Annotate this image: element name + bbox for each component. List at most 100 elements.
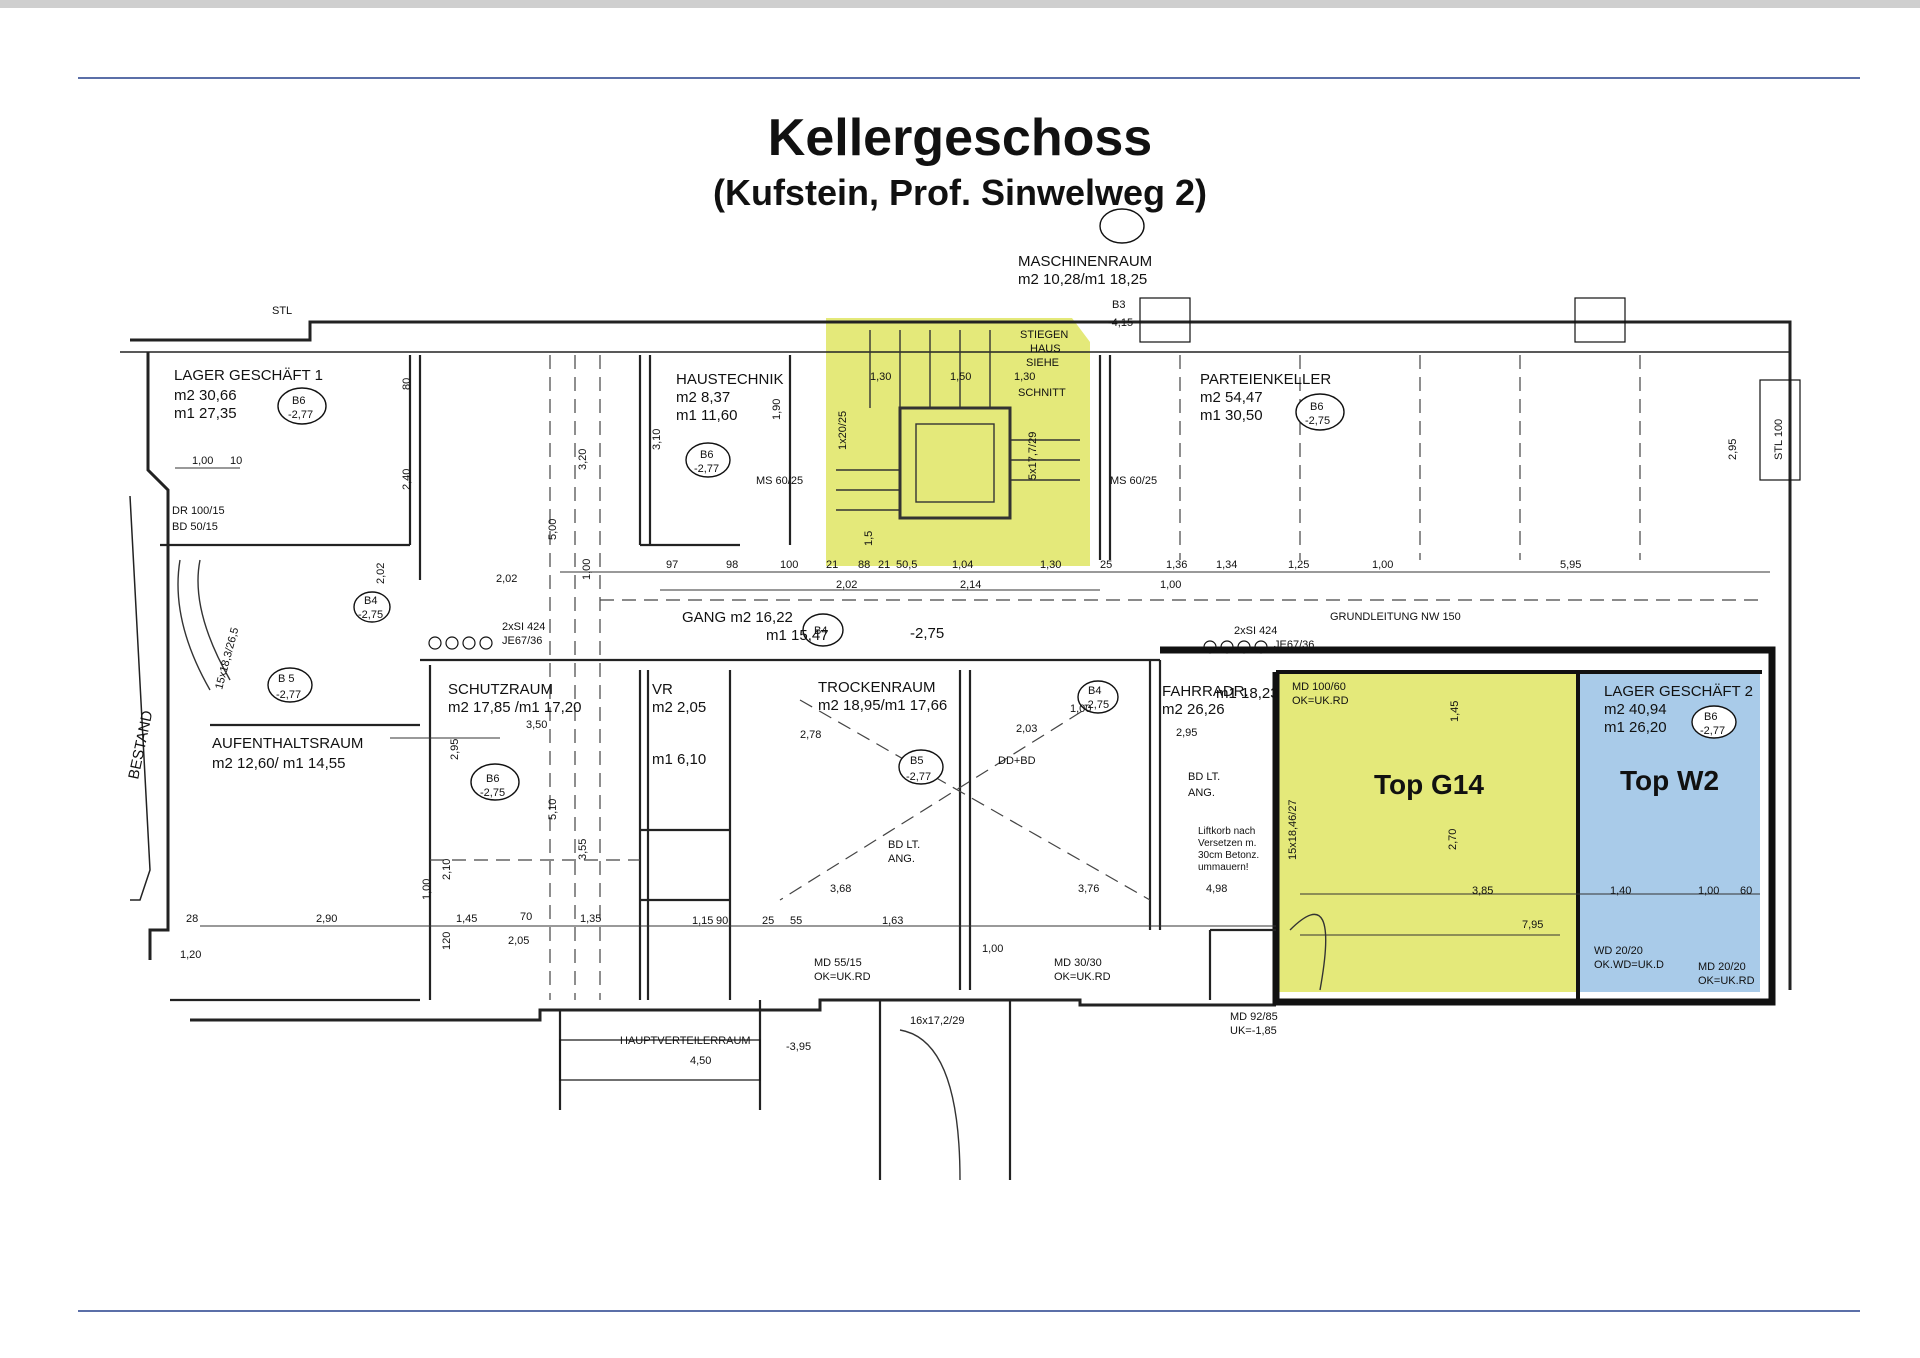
outlet-6 (1220, 640, 1234, 654)
dimension-label: 1,45 (1449, 701, 1461, 722)
svg-text:OK=UK.RD: OK=UK.RD (1054, 971, 1111, 983)
svg-text:OK=UK.RD: OK=UK.RD (814, 971, 871, 983)
svg-text:5x17,7/29: 5x17,7/29 (1027, 432, 1039, 480)
dimension-label: 3,10 (651, 429, 663, 450)
svg-text:BESTAND: BESTAND (125, 709, 156, 781)
dimension-label: 2,70 (1447, 829, 1459, 850)
svg-text:m2 10,28/m1 18,25: m2 10,28/m1 18,25 (1018, 271, 1147, 288)
dimension-label: 25 (762, 915, 774, 927)
dimension-label: 90 (716, 915, 728, 927)
svg-text:HAUPTVERTEILERRAUM: HAUPTVERTEILERRAUM (620, 1035, 751, 1047)
svg-text:-2,77: -2,77 (1700, 725, 1725, 737)
dimension-label: 1,00 (1372, 559, 1393, 571)
dimension-label: 1,00 (1698, 885, 1719, 897)
svg-text:JE67/36: JE67/36 (1274, 639, 1314, 651)
outlet-8 (1254, 640, 1268, 654)
svg-text:15x18,3/26,5: 15x18,3/26,5 (213, 626, 241, 691)
svg-text:STL: STL (272, 305, 292, 317)
svg-text:B4: B4 (364, 595, 377, 607)
dimension-label: 1,36 (1166, 559, 1187, 571)
dimension-label: 5,00 (547, 519, 559, 540)
dimension-label: 1,40 (1610, 885, 1631, 897)
svg-text:SCHNITT: SCHNITT (1018, 387, 1066, 399)
svg-text:m2 54,47: m2 54,47 (1200, 389, 1263, 406)
svg-text:-4,15: -4,15 (1108, 317, 1133, 329)
svg-text:BD 50/15: BD 50/15 (172, 521, 218, 533)
svg-text:STL 100: STL 100 (1773, 419, 1785, 460)
room-trockenraum: TROCKENRAUM m2 18,95/m1 17,66 B5 -2,77 (818, 679, 947, 783)
dimension-label: 1,63 (882, 915, 903, 927)
svg-text:SCHUTZRAUM: SCHUTZRAUM (448, 681, 553, 698)
shaft-right (1574, 297, 1626, 343)
level-tags (267, 208, 1737, 801)
shaft-maschinen (1139, 297, 1191, 343)
dimension-label: 4,98 (1206, 883, 1227, 895)
dimension-label: 21 (826, 559, 838, 571)
interior-walls (160, 355, 1276, 1180)
dimension-label: 25 (1100, 559, 1112, 571)
svg-text:B 5: B 5 (278, 673, 295, 685)
svg-text:m1 15,47: m1 15,47 (766, 627, 829, 644)
plan-title: Kellergeschoss (767, 109, 1153, 167)
unit-w2-label: Top W2 (1620, 765, 1719, 796)
dimension-label: 1,5 (863, 531, 875, 546)
svg-text:m2 30,66: m2 30,66 (174, 387, 237, 404)
outlet-1 (428, 636, 442, 650)
room-hauptverteilerraum: HAUPTVERTEILERRAUM -3,95 4,50 (620, 1035, 811, 1067)
sheet-frame (78, 77, 1860, 1312)
dimension-label: 28 (186, 913, 198, 925)
dimension-label: 55 (790, 915, 802, 927)
dimension-label: 2,40 (401, 469, 413, 490)
unit-borders (1160, 646, 1776, 1006)
room-lager2: LAGER GESCHÄFT 2 m2 40,94 m1 26,20 B6 -2… (1604, 683, 1753, 737)
dimension-label: 1,00 (421, 879, 433, 900)
svg-text:HAUS: HAUS (1030, 343, 1061, 355)
svg-text:1x20/25: 1x20/25 (837, 411, 849, 450)
dimension-lines (175, 467, 1770, 936)
dimension-label: 1,34 (1216, 559, 1237, 571)
shaft-east (1759, 379, 1801, 481)
unit-g14-label: Top G14 (1374, 769, 1484, 800)
svg-text:DD+BD: DD+BD (998, 755, 1036, 767)
svg-text:MD 55/15: MD 55/15 (814, 957, 862, 969)
svg-text:m2 17,85 /m1 17,20: m2 17,85 /m1 17,20 (448, 699, 581, 716)
svg-text:m2 12,60/ m1 14,55: m2 12,60/ m1 14,55 (212, 755, 345, 772)
svg-text:MS 60/25: MS 60/25 (1110, 475, 1157, 487)
dimension-label: 3,50 (526, 719, 547, 731)
svg-text:B6: B6 (292, 395, 305, 407)
dimension-label: 2,03 (1016, 723, 1037, 735)
svg-text:4,50: 4,50 (690, 1055, 711, 1067)
duct-hauptverteiler (559, 1039, 761, 1081)
dimension-label: 2,02 (836, 579, 857, 591)
svg-text:-2,75: -2,75 (358, 609, 383, 621)
svg-text:WD 20/20: WD 20/20 (1594, 945, 1643, 957)
svg-text:BD LT.: BD LT. (1188, 771, 1220, 783)
svg-text:16x17,2/29: 16x17,2/29 (910, 1015, 964, 1027)
dimension-label: 10 (230, 455, 242, 467)
svg-text:B6: B6 (1704, 711, 1717, 723)
dimension-label: 1,00 (982, 943, 1003, 955)
svg-text:PARTEIENKELLER: PARTEIENKELLER (1200, 371, 1331, 388)
dimension-label: 2,10 (441, 859, 453, 880)
room-lager1: LAGER GESCHÄFT 1 m2 30,66 m1 27,35 B6 -2… (174, 367, 323, 422)
room-parteienkeller: PARTEIENKELLER m2 54,47 m1 30,50 B6 -2,7… (1200, 371, 1331, 427)
dimension-label: 2,95 (1176, 727, 1197, 739)
svg-text:15x18,46/27: 15x18,46/27 (1287, 799, 1299, 860)
svg-text:-3,95: -3,95 (786, 1041, 811, 1053)
svg-text:LAGER GESCHÄFT 1: LAGER GESCHÄFT 1 (174, 367, 323, 384)
outlet-3 (462, 636, 476, 650)
room-aufenthaltsraum: AUFENTHALTSRAUM m2 12,60/ m1 14,55 (212, 735, 363, 772)
outlet-2 (445, 636, 459, 650)
outlet-5 (1203, 640, 1217, 654)
svg-text:OK.WD=UK.D: OK.WD=UK.D (1594, 959, 1664, 971)
room-stiegen: STIEGEN HAUS SIEHE SCHNITT 1x20/25 5x17,… (837, 329, 1068, 480)
dimension-label: 1,50 (950, 371, 971, 383)
dimension-label: 120 (441, 932, 453, 950)
svg-text:B6: B6 (700, 449, 713, 461)
extra-tags: B 5 -2,77 B4 -2,75 B4 -2,75 (276, 595, 1109, 711)
dimension-label: 1,25 (1288, 559, 1309, 571)
room-gang: GANG m2 16,22 m1 15,47 B4 -2,75 (682, 609, 944, 644)
dimension-label: 1,00 (1070, 703, 1091, 715)
dimension-label: 2,14 (960, 579, 981, 591)
